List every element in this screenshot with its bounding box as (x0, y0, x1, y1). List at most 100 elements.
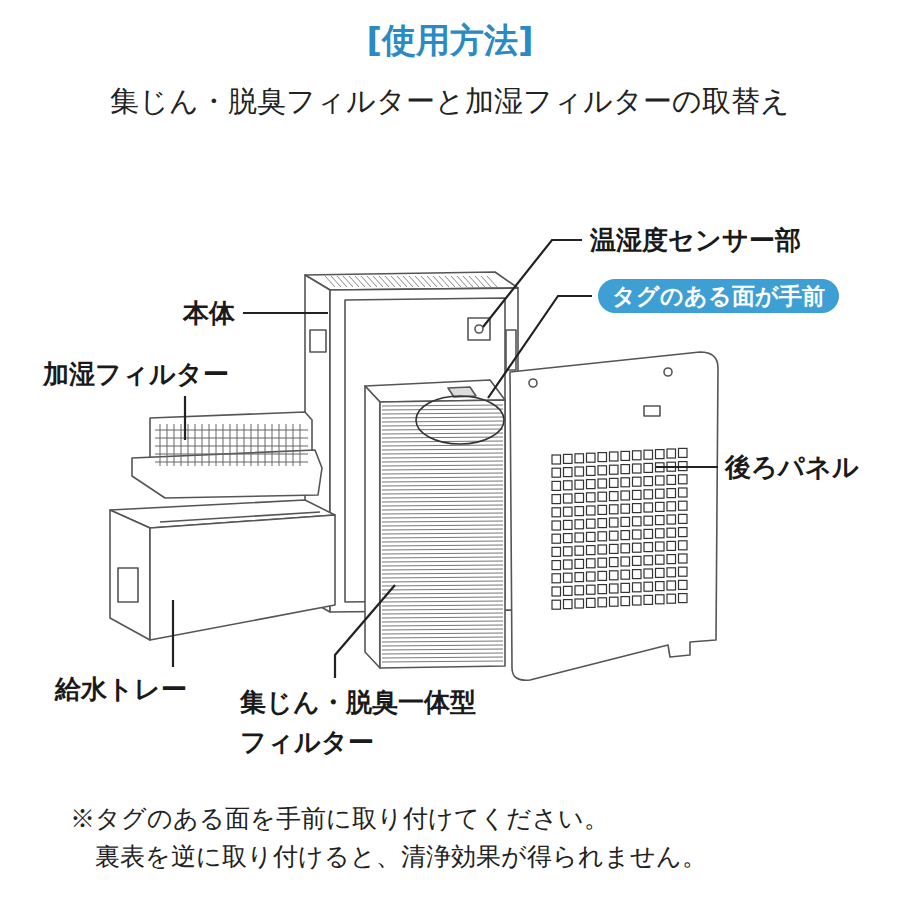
humidifier-mesh (155, 446, 308, 447)
top-vent (385, 276, 395, 287)
top-vent (373, 276, 383, 287)
body-top (305, 272, 518, 290)
panel-grille (575, 559, 584, 568)
panel-grille (667, 528, 676, 537)
panel-grille (587, 559, 596, 568)
top-vent (391, 276, 401, 287)
panel-grille (644, 477, 653, 486)
panel-grille (564, 534, 573, 543)
humidifier-mesh (155, 438, 308, 439)
panel-grille (679, 514, 688, 523)
panel-grille (644, 543, 653, 552)
panel-grille (621, 491, 630, 500)
filter-pleat (382, 609, 503, 610)
panel-grille (575, 586, 584, 595)
panel-grille (564, 547, 573, 556)
part-label: 後ろパネル (725, 451, 859, 483)
panel-grille (598, 453, 607, 462)
filter-pleat (382, 421, 503, 422)
panel-grille (598, 466, 607, 475)
panel-grille (656, 568, 665, 577)
filter-pleat (382, 489, 503, 490)
filter-pleat (382, 573, 503, 574)
filter-pleat (382, 593, 503, 594)
panel-grille (644, 450, 653, 459)
panel-grille (587, 598, 596, 607)
panel-hole (529, 379, 537, 387)
filter-pleat (382, 473, 503, 474)
panel-grille (587, 453, 596, 462)
top-vent (367, 276, 377, 287)
panel-grille (552, 561, 561, 570)
panel-grille (644, 556, 653, 565)
panel-grille (552, 508, 561, 517)
page-title: [使用方法] (0, 18, 900, 62)
filter-pleat (382, 657, 503, 658)
panel-grille (587, 466, 596, 475)
panel-grille (598, 571, 607, 580)
panel-grille (587, 572, 596, 581)
filter-pleat (382, 641, 503, 642)
panel-grille (552, 600, 561, 609)
panel-grille (552, 481, 561, 490)
filter-pleat (382, 461, 503, 462)
panel-grille (575, 533, 584, 542)
panel-grille (656, 450, 665, 459)
panel-grille (552, 574, 561, 583)
subtitle: 集じん・脱臭フィルターと加湿フィルターの取替え (0, 82, 900, 120)
filter-pleat (382, 453, 503, 454)
filter-pleat (382, 553, 503, 554)
filter-pleat (382, 409, 503, 410)
panel-grille (552, 587, 561, 596)
humidifier-mesh (155, 454, 308, 455)
top-vent (331, 276, 341, 287)
panel-grille (575, 467, 584, 476)
filter-pleat (382, 541, 503, 542)
top-vent (403, 276, 413, 287)
callout-text: タグのある面が手前 (612, 283, 825, 309)
filter-pleat (382, 613, 503, 614)
panel-grille (656, 582, 665, 591)
callout-pill: タグのある面が手前 (598, 279, 839, 313)
panel-grille (552, 547, 561, 556)
filter-pleat (382, 621, 503, 622)
filter-pleat (382, 437, 503, 438)
panel-vent (644, 406, 660, 416)
panel-grille (621, 597, 630, 606)
panel-grille (610, 571, 619, 580)
panel-grille (552, 468, 561, 477)
filter-pleat (382, 625, 503, 626)
panel-grille (633, 530, 642, 539)
panel-grille (621, 478, 630, 487)
panel-grille (564, 507, 573, 516)
top-vent (409, 276, 419, 287)
filter-pleat (382, 633, 503, 634)
filter-pleat (382, 529, 503, 530)
panel-grille (656, 516, 665, 525)
panel-grille (644, 569, 653, 578)
panel-grille (667, 515, 676, 524)
panel-grille (667, 581, 676, 590)
panel-grille (633, 596, 642, 605)
filter-pleat (382, 617, 503, 618)
tray-end (110, 510, 150, 640)
panel-grille (667, 594, 676, 603)
top-vent (475, 276, 485, 287)
panel-grille (656, 555, 665, 564)
panel-grille (575, 573, 584, 582)
filter-front (380, 400, 505, 668)
panel-grille (598, 545, 607, 554)
panel-grille (598, 519, 607, 528)
panel-grille (587, 480, 596, 489)
panel-grille (644, 595, 653, 604)
panel-grille (633, 556, 642, 565)
filter-pleat (382, 637, 503, 638)
panel-grille (610, 597, 619, 606)
tag-highlight (416, 396, 504, 444)
panel-grille (575, 546, 584, 555)
top-vent (487, 276, 497, 287)
panel-grille (587, 493, 596, 502)
panel-grille (633, 543, 642, 552)
filter-pleat (382, 433, 503, 434)
